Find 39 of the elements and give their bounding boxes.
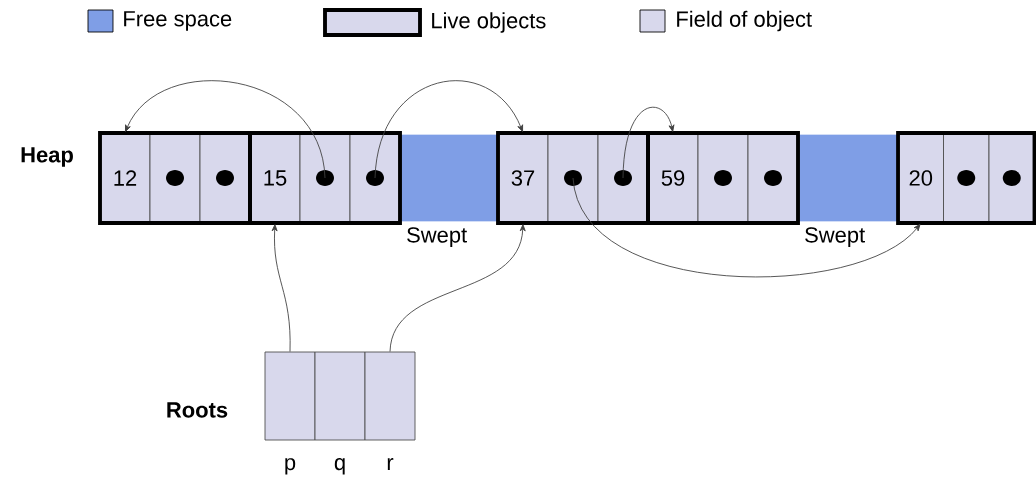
- legend-label: Live objects: [432, 12, 546, 33]
- pointer-field: [697, 132, 749, 224]
- object-box: [646, 131, 800, 225]
- pointer-field: [299, 132, 351, 224]
- root-cell: [314, 351, 366, 475]
- row-label: Roots: [167, 402, 228, 418]
- pointer-field: [988, 132, 1035, 224]
- field-cell: 20: [897, 132, 944, 224]
- object-box: [248, 131, 402, 225]
- field-cell: 37: [497, 132, 549, 224]
- root-name-label: q: [334, 458, 345, 475]
- field-cell: 12: [99, 132, 151, 224]
- pointer-field: [547, 132, 599, 224]
- root-cell: [264, 351, 316, 475]
- arrow: [374, 80, 524, 179]
- arrow: [271, 224, 291, 352]
- legend-label: Free space: [124, 11, 232, 31]
- caption-label: Swept: [805, 227, 865, 247]
- free-space-block: [399, 134, 499, 247]
- caption-label: Swept: [407, 227, 467, 247]
- legend-label: Field of object: [677, 10, 812, 32]
- free-space-block: [797, 134, 899, 247]
- pointer-field: [149, 132, 201, 224]
- pointer-field: [747, 132, 799, 224]
- field-cell: 15: [249, 132, 301, 224]
- row-label: Heap: [21, 147, 73, 167]
- arrow: [389, 224, 526, 352]
- root-cell: [364, 351, 416, 470]
- pointer-field: [199, 132, 251, 224]
- arrow: [125, 80, 326, 179]
- pointer-field: [943, 132, 990, 224]
- arrow: [572, 177, 921, 278]
- root-name-label: p: [285, 458, 296, 475]
- pointer-field: [597, 132, 649, 224]
- arrow: [622, 106, 675, 179]
- pointer-field: [349, 132, 401, 224]
- object-box: [896, 131, 1036, 225]
- root-name-label: r: [387, 458, 394, 470]
- field-cell: 59: [647, 132, 699, 224]
